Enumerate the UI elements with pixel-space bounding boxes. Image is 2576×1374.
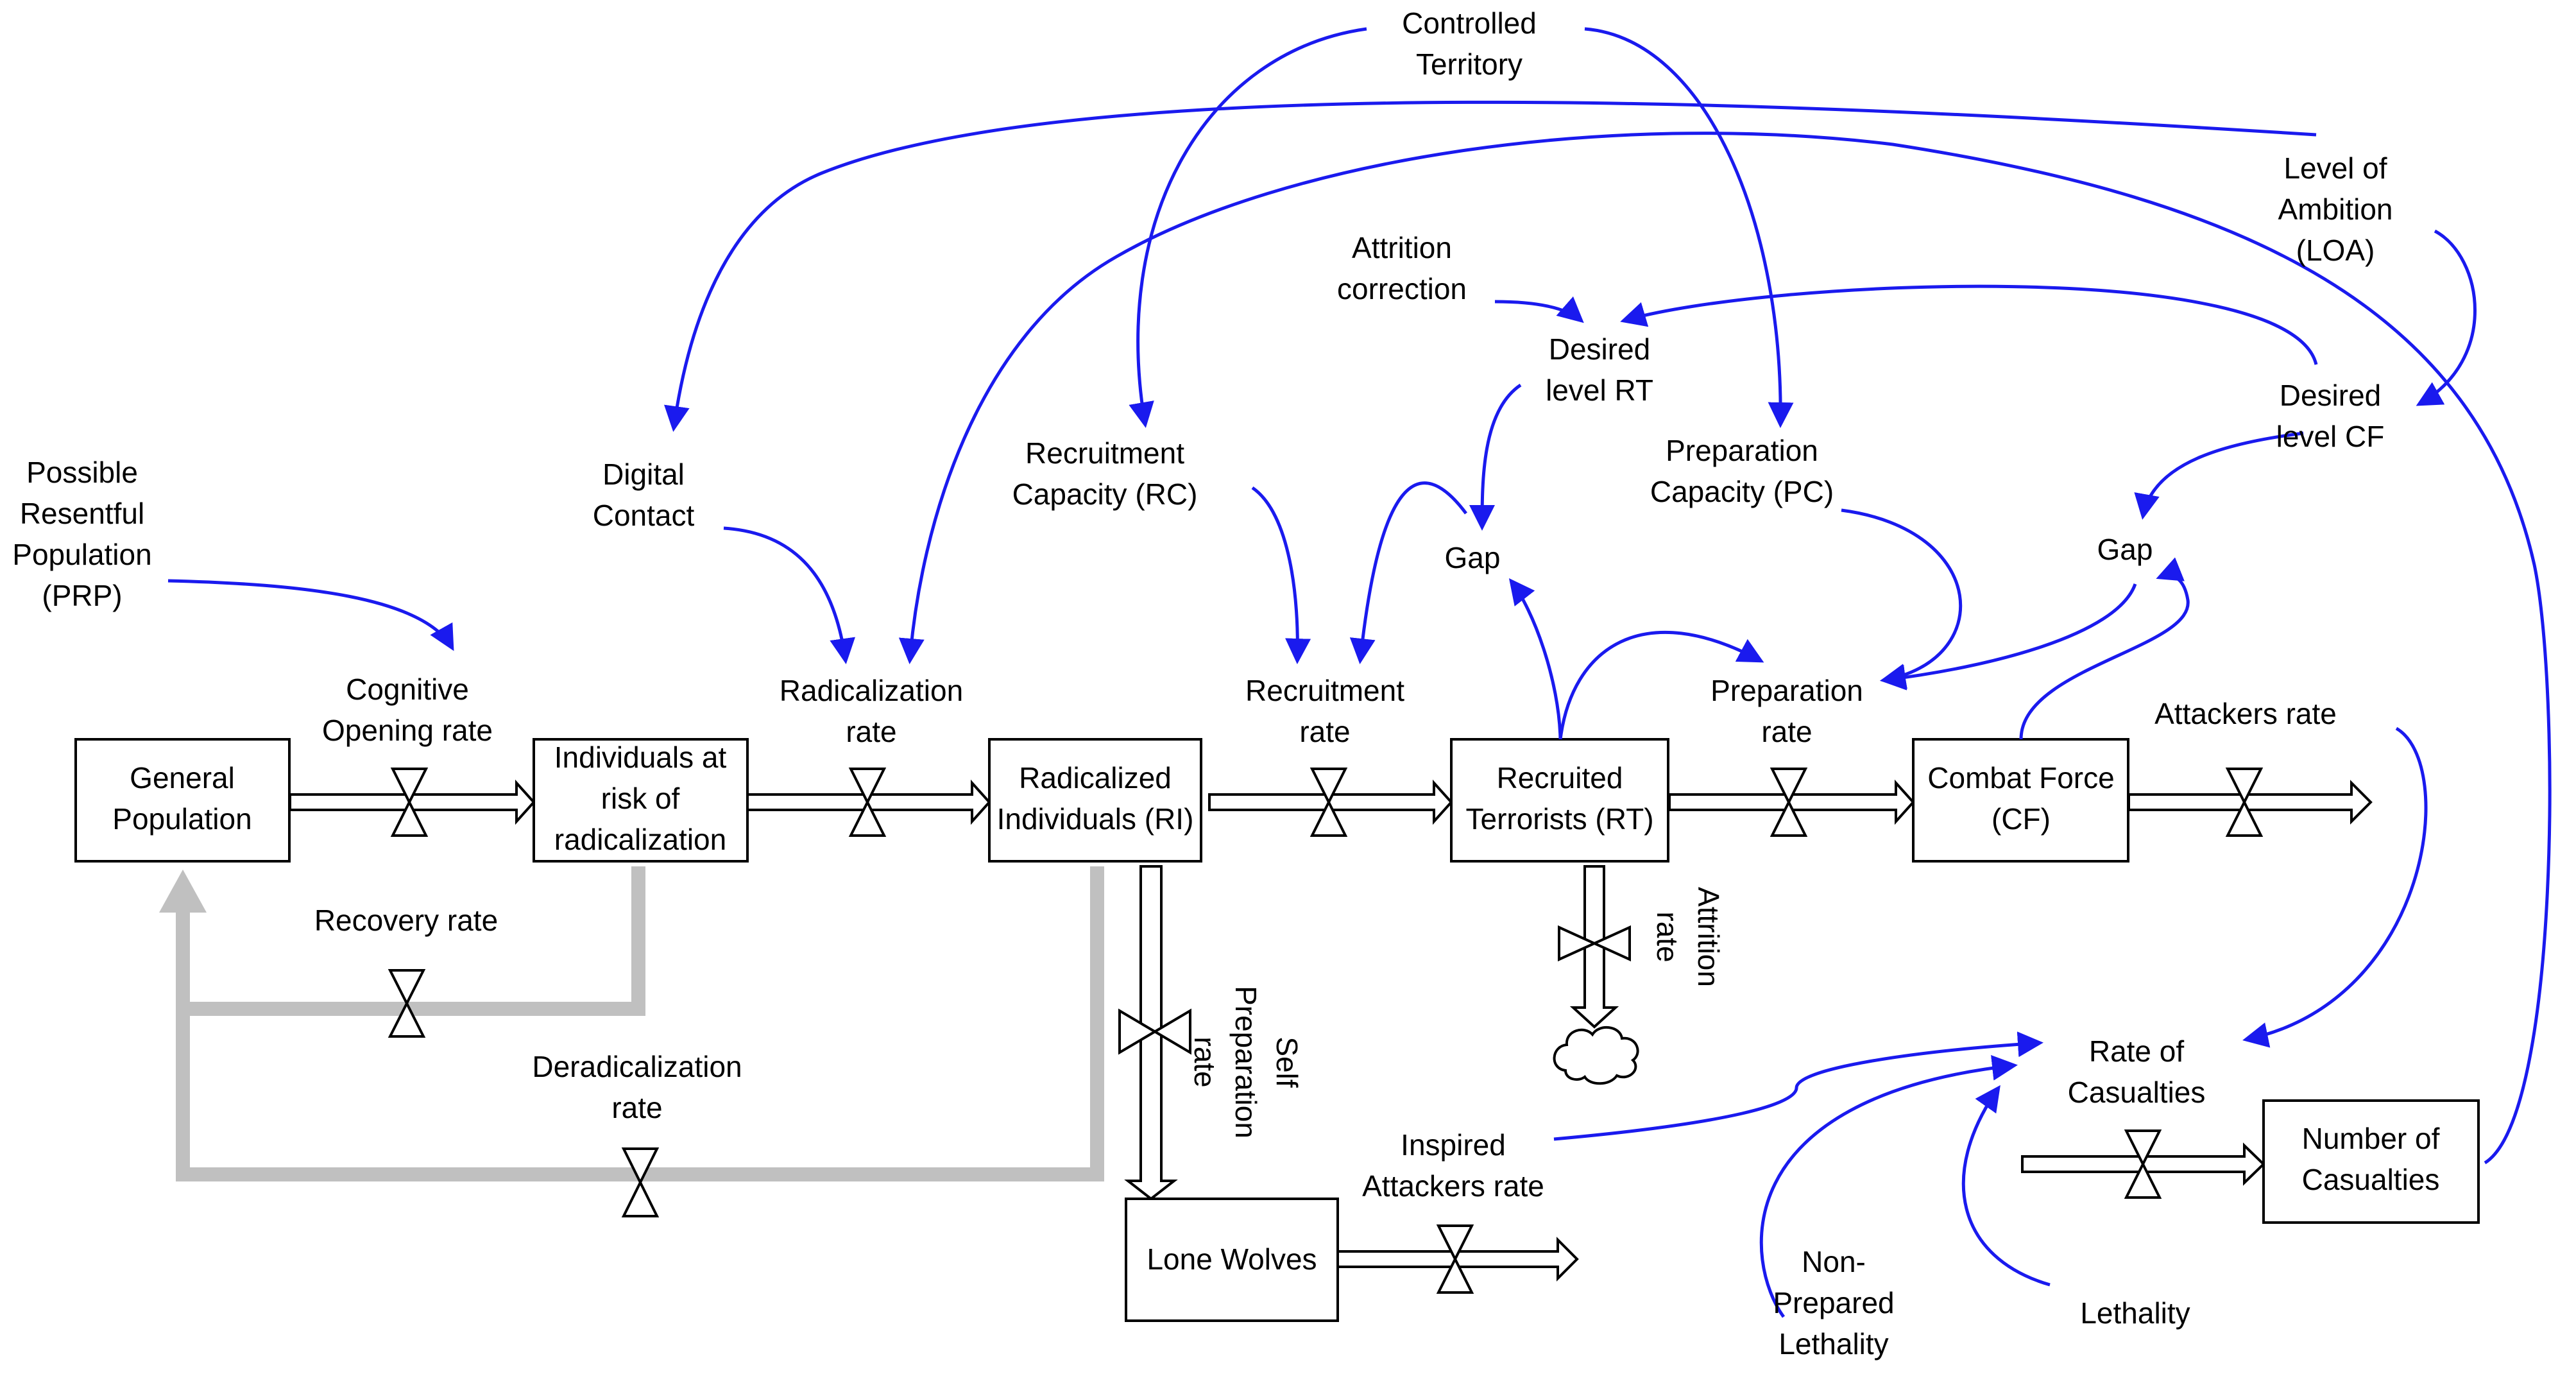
link-cf-to-gap-cf <box>2019 557 2190 740</box>
general-population-stock <box>74 738 291 863</box>
link-rc-to-recruitment <box>1251 486 1311 664</box>
link-controlled-territory-to-pc <box>1584 27 1794 428</box>
self-preparation-valve-icon <box>1118 1008 1191 1055</box>
link-controlled-territory-to-rc <box>1129 27 1367 428</box>
link-prp-to-cognitive-opening <box>167 579 454 651</box>
link-gap-cf-to-preparation <box>1880 583 2137 691</box>
recruitment-valve-icon <box>1309 768 1348 837</box>
attrition-flow-pipe <box>1569 865 1619 1029</box>
inspired-attackers-valve-icon <box>1436 1224 1474 1294</box>
lone-wolves-stock <box>1125 1198 1339 1322</box>
link-desired-rt-to-gap-rt <box>1469 383 1522 531</box>
attackers-valve-icon <box>2225 768 2264 837</box>
radicalized-stock <box>988 738 1202 863</box>
deradicalization-valve-icon <box>621 1147 660 1217</box>
link-non-prepared-lethality-to-rate <box>1759 1054 2018 1318</box>
general-population-inflow-arrowhead <box>159 870 207 913</box>
preparation-valve-icon <box>1770 768 1808 837</box>
recruited-stock <box>1450 738 1669 863</box>
link-gap-rt-to-recruitment <box>1349 481 1467 664</box>
cognitive-opening-flow-pipe <box>289 779 536 825</box>
inspired-attackers-flow-pipe <box>1336 1237 1579 1282</box>
cognitive-opening-valve-icon <box>390 768 429 837</box>
attackers-label: Attackers rate <box>2154 697 2337 730</box>
link-desired-cf-to-gap-cf <box>2134 431 2304 520</box>
gap-rt-label: Gap <box>1445 541 1501 574</box>
recruitment-flow-pipe <box>1208 779 1453 825</box>
causal-links <box>167 27 2552 1318</box>
rate-of-casualties-valve-icon <box>2124 1129 2162 1199</box>
attrition-valve-icon <box>1558 925 1631 962</box>
link-inspired-to-rate-of-casualties <box>1553 1031 2043 1141</box>
link-attrition-correction-to-desired-rt <box>1494 296 1584 323</box>
at-risk-stock <box>533 738 749 863</box>
link-attackers-to-rate-of-casualties <box>2242 726 2428 1048</box>
radicalization-valve-icon <box>848 768 887 837</box>
recovery-valve-icon <box>388 969 426 1038</box>
attrition-sink-cloud-icon <box>1553 1026 1639 1085</box>
lone-wolves-label: Lone Wolves <box>1147 1242 1317 1276</box>
link-digital-contact-to-radicalization <box>723 526 855 664</box>
casualties-stock <box>2262 1099 2480 1224</box>
combat-force-label: Combat Force(CF) <box>1927 761 2114 836</box>
attrition-label: Attritionrate <box>1651 887 1725 987</box>
attackers-flow-pipe <box>2128 780 2373 825</box>
lethality-label: Lethality <box>2080 1296 2190 1330</box>
link-pc-to-preparation <box>1841 508 1963 689</box>
link-desired-cf-to-desired-rt <box>1620 284 2318 365</box>
link-lethality-to-rate <box>1961 1085 2051 1287</box>
recovery-label: Recovery rate <box>314 904 498 937</box>
preparation-flow-pipe <box>1668 779 1915 825</box>
link-loa-to-digital-contact <box>664 100 2317 432</box>
link-loa-to-desired-cf <box>2416 229 2477 406</box>
link-casualties-to-radicalization <box>898 132 2552 1165</box>
gap-cf-label: Gap <box>2097 533 2153 566</box>
combat-force-stock <box>1912 738 2129 863</box>
self-preparation-label: SelfPreparationrate <box>1188 986 1304 1138</box>
link-rt-to-gap-rt <box>1508 578 1562 740</box>
link-rt-to-preparation <box>1558 630 1764 740</box>
